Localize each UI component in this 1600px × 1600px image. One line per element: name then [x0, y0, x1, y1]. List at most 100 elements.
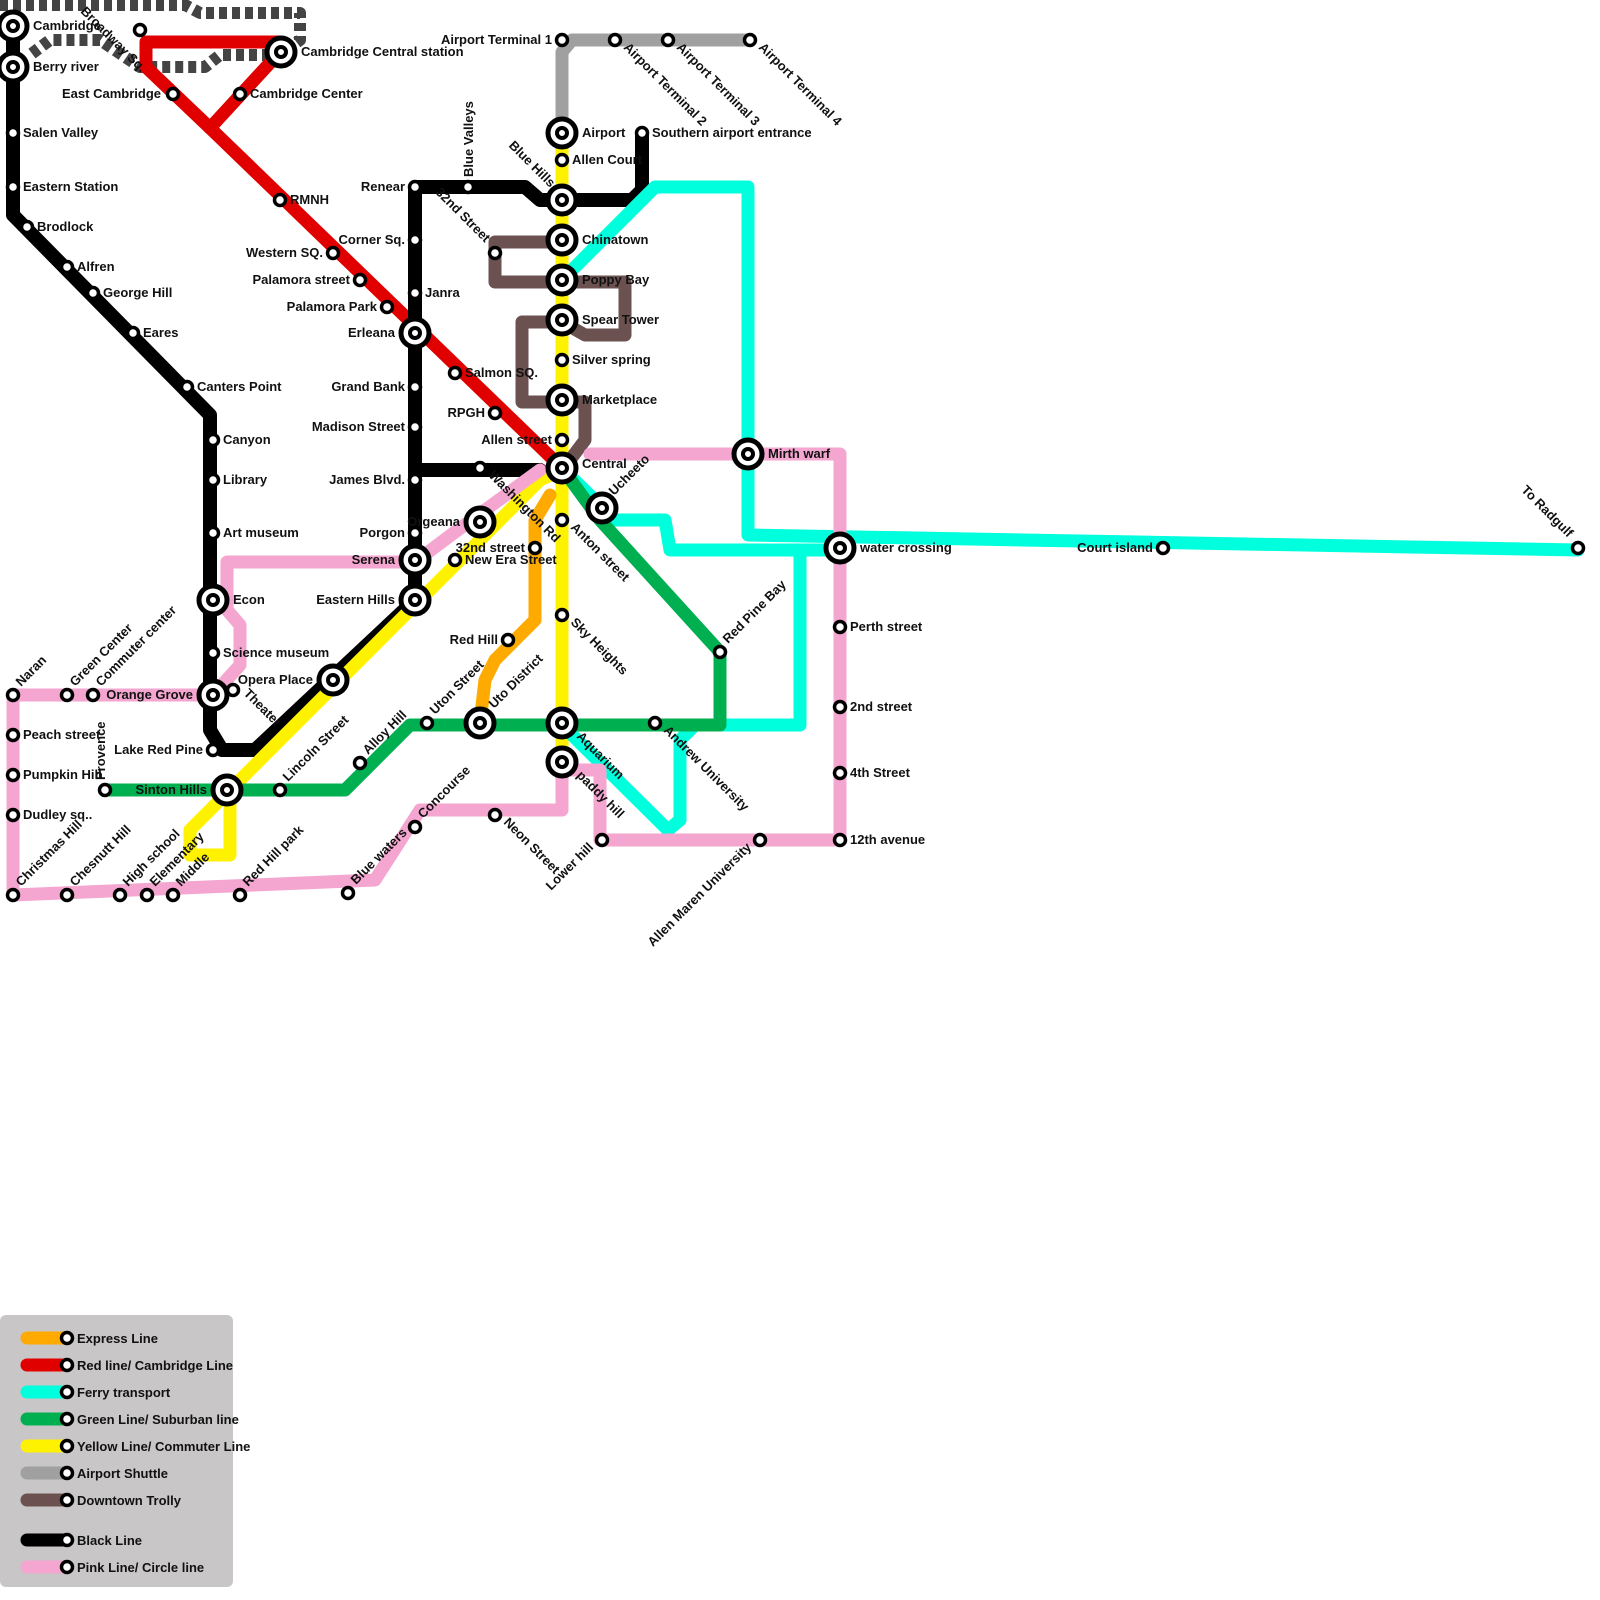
station[interactable]	[5, 687, 21, 703]
station[interactable]	[487, 807, 503, 823]
station[interactable]	[407, 472, 423, 488]
station[interactable]	[823, 531, 857, 565]
station[interactable]	[139, 887, 155, 903]
station[interactable]	[545, 116, 579, 150]
station[interactable]	[832, 832, 848, 848]
station[interactable]	[272, 782, 288, 798]
station[interactable]	[731, 437, 765, 471]
station[interactable]	[712, 644, 728, 660]
station[interactable]	[352, 272, 368, 288]
station[interactable]	[264, 35, 298, 69]
station[interactable]	[5, 807, 21, 823]
station[interactable]	[59, 887, 75, 903]
station[interactable]	[316, 663, 350, 697]
station[interactable]	[487, 405, 503, 421]
station[interactable]	[232, 86, 248, 102]
station[interactable]	[340, 885, 356, 901]
station[interactable]	[205, 742, 221, 758]
station[interactable]	[660, 32, 676, 48]
station[interactable]	[554, 352, 570, 368]
station[interactable]	[742, 32, 758, 48]
station[interactable]	[594, 832, 610, 848]
station[interactable]	[5, 727, 21, 743]
station[interactable]	[407, 179, 423, 195]
station[interactable]	[125, 325, 141, 341]
station[interactable]	[165, 887, 181, 903]
station[interactable]	[832, 765, 848, 781]
station[interactable]	[545, 451, 579, 485]
station[interactable]	[5, 887, 21, 903]
station[interactable]	[554, 512, 570, 528]
station[interactable]	[1570, 540, 1586, 556]
station[interactable]	[545, 263, 579, 297]
station[interactable]	[832, 699, 848, 715]
station[interactable]	[205, 525, 221, 541]
station[interactable]	[447, 365, 463, 381]
station[interactable]	[545, 183, 579, 217]
station[interactable]	[607, 32, 623, 48]
station[interactable]	[419, 715, 435, 731]
station-label: George Hill	[103, 285, 172, 300]
station[interactable]	[19, 219, 35, 235]
station[interactable]	[379, 299, 395, 315]
station[interactable]	[132, 22, 148, 38]
station[interactable]	[407, 525, 423, 541]
station[interactable]	[545, 223, 579, 257]
station[interactable]	[179, 379, 195, 395]
station[interactable]	[1155, 540, 1171, 556]
station[interactable]	[752, 832, 768, 848]
station[interactable]	[5, 767, 21, 783]
station[interactable]	[407, 285, 423, 301]
station[interactable]	[463, 706, 497, 740]
station[interactable]	[97, 782, 113, 798]
station[interactable]	[554, 432, 570, 448]
station[interactable]	[647, 715, 663, 731]
station[interactable]	[585, 491, 619, 525]
station[interactable]	[85, 687, 101, 703]
station[interactable]	[205, 645, 221, 661]
station[interactable]	[0, 9, 30, 43]
station[interactable]	[225, 682, 241, 698]
station[interactable]	[527, 540, 543, 556]
station[interactable]	[398, 583, 432, 617]
station[interactable]	[85, 285, 101, 301]
station[interactable]	[634, 125, 650, 141]
station[interactable]	[232, 887, 248, 903]
station[interactable]	[832, 619, 848, 635]
station[interactable]	[487, 245, 503, 261]
station[interactable]	[554, 32, 570, 48]
station[interactable]	[407, 419, 423, 435]
station[interactable]	[112, 887, 128, 903]
station[interactable]	[554, 607, 570, 623]
station[interactable]	[407, 232, 423, 248]
station[interactable]	[272, 192, 288, 208]
station[interactable]	[165, 86, 181, 102]
station[interactable]	[398, 543, 432, 577]
station[interactable]	[5, 125, 21, 141]
station[interactable]	[407, 819, 423, 835]
station[interactable]	[472, 460, 488, 476]
station[interactable]	[0, 50, 30, 84]
station[interactable]	[210, 773, 244, 807]
station[interactable]	[5, 179, 21, 195]
station[interactable]	[545, 383, 579, 417]
station[interactable]	[59, 687, 75, 703]
station[interactable]	[325, 245, 341, 261]
station[interactable]	[398, 316, 432, 350]
station[interactable]	[447, 552, 463, 568]
station[interactable]	[196, 678, 230, 712]
station[interactable]	[545, 706, 579, 740]
station[interactable]	[196, 583, 230, 617]
station[interactable]	[554, 152, 570, 168]
station[interactable]	[205, 472, 221, 488]
station[interactable]	[460, 179, 476, 195]
station[interactable]	[59, 259, 75, 275]
station[interactable]	[407, 379, 423, 395]
stop-icon	[5, 887, 21, 903]
station[interactable]	[352, 755, 368, 771]
station[interactable]	[463, 505, 497, 539]
station[interactable]	[205, 432, 221, 448]
station[interactable]	[545, 745, 579, 779]
station[interactable]	[545, 303, 579, 337]
station[interactable]	[500, 632, 516, 648]
